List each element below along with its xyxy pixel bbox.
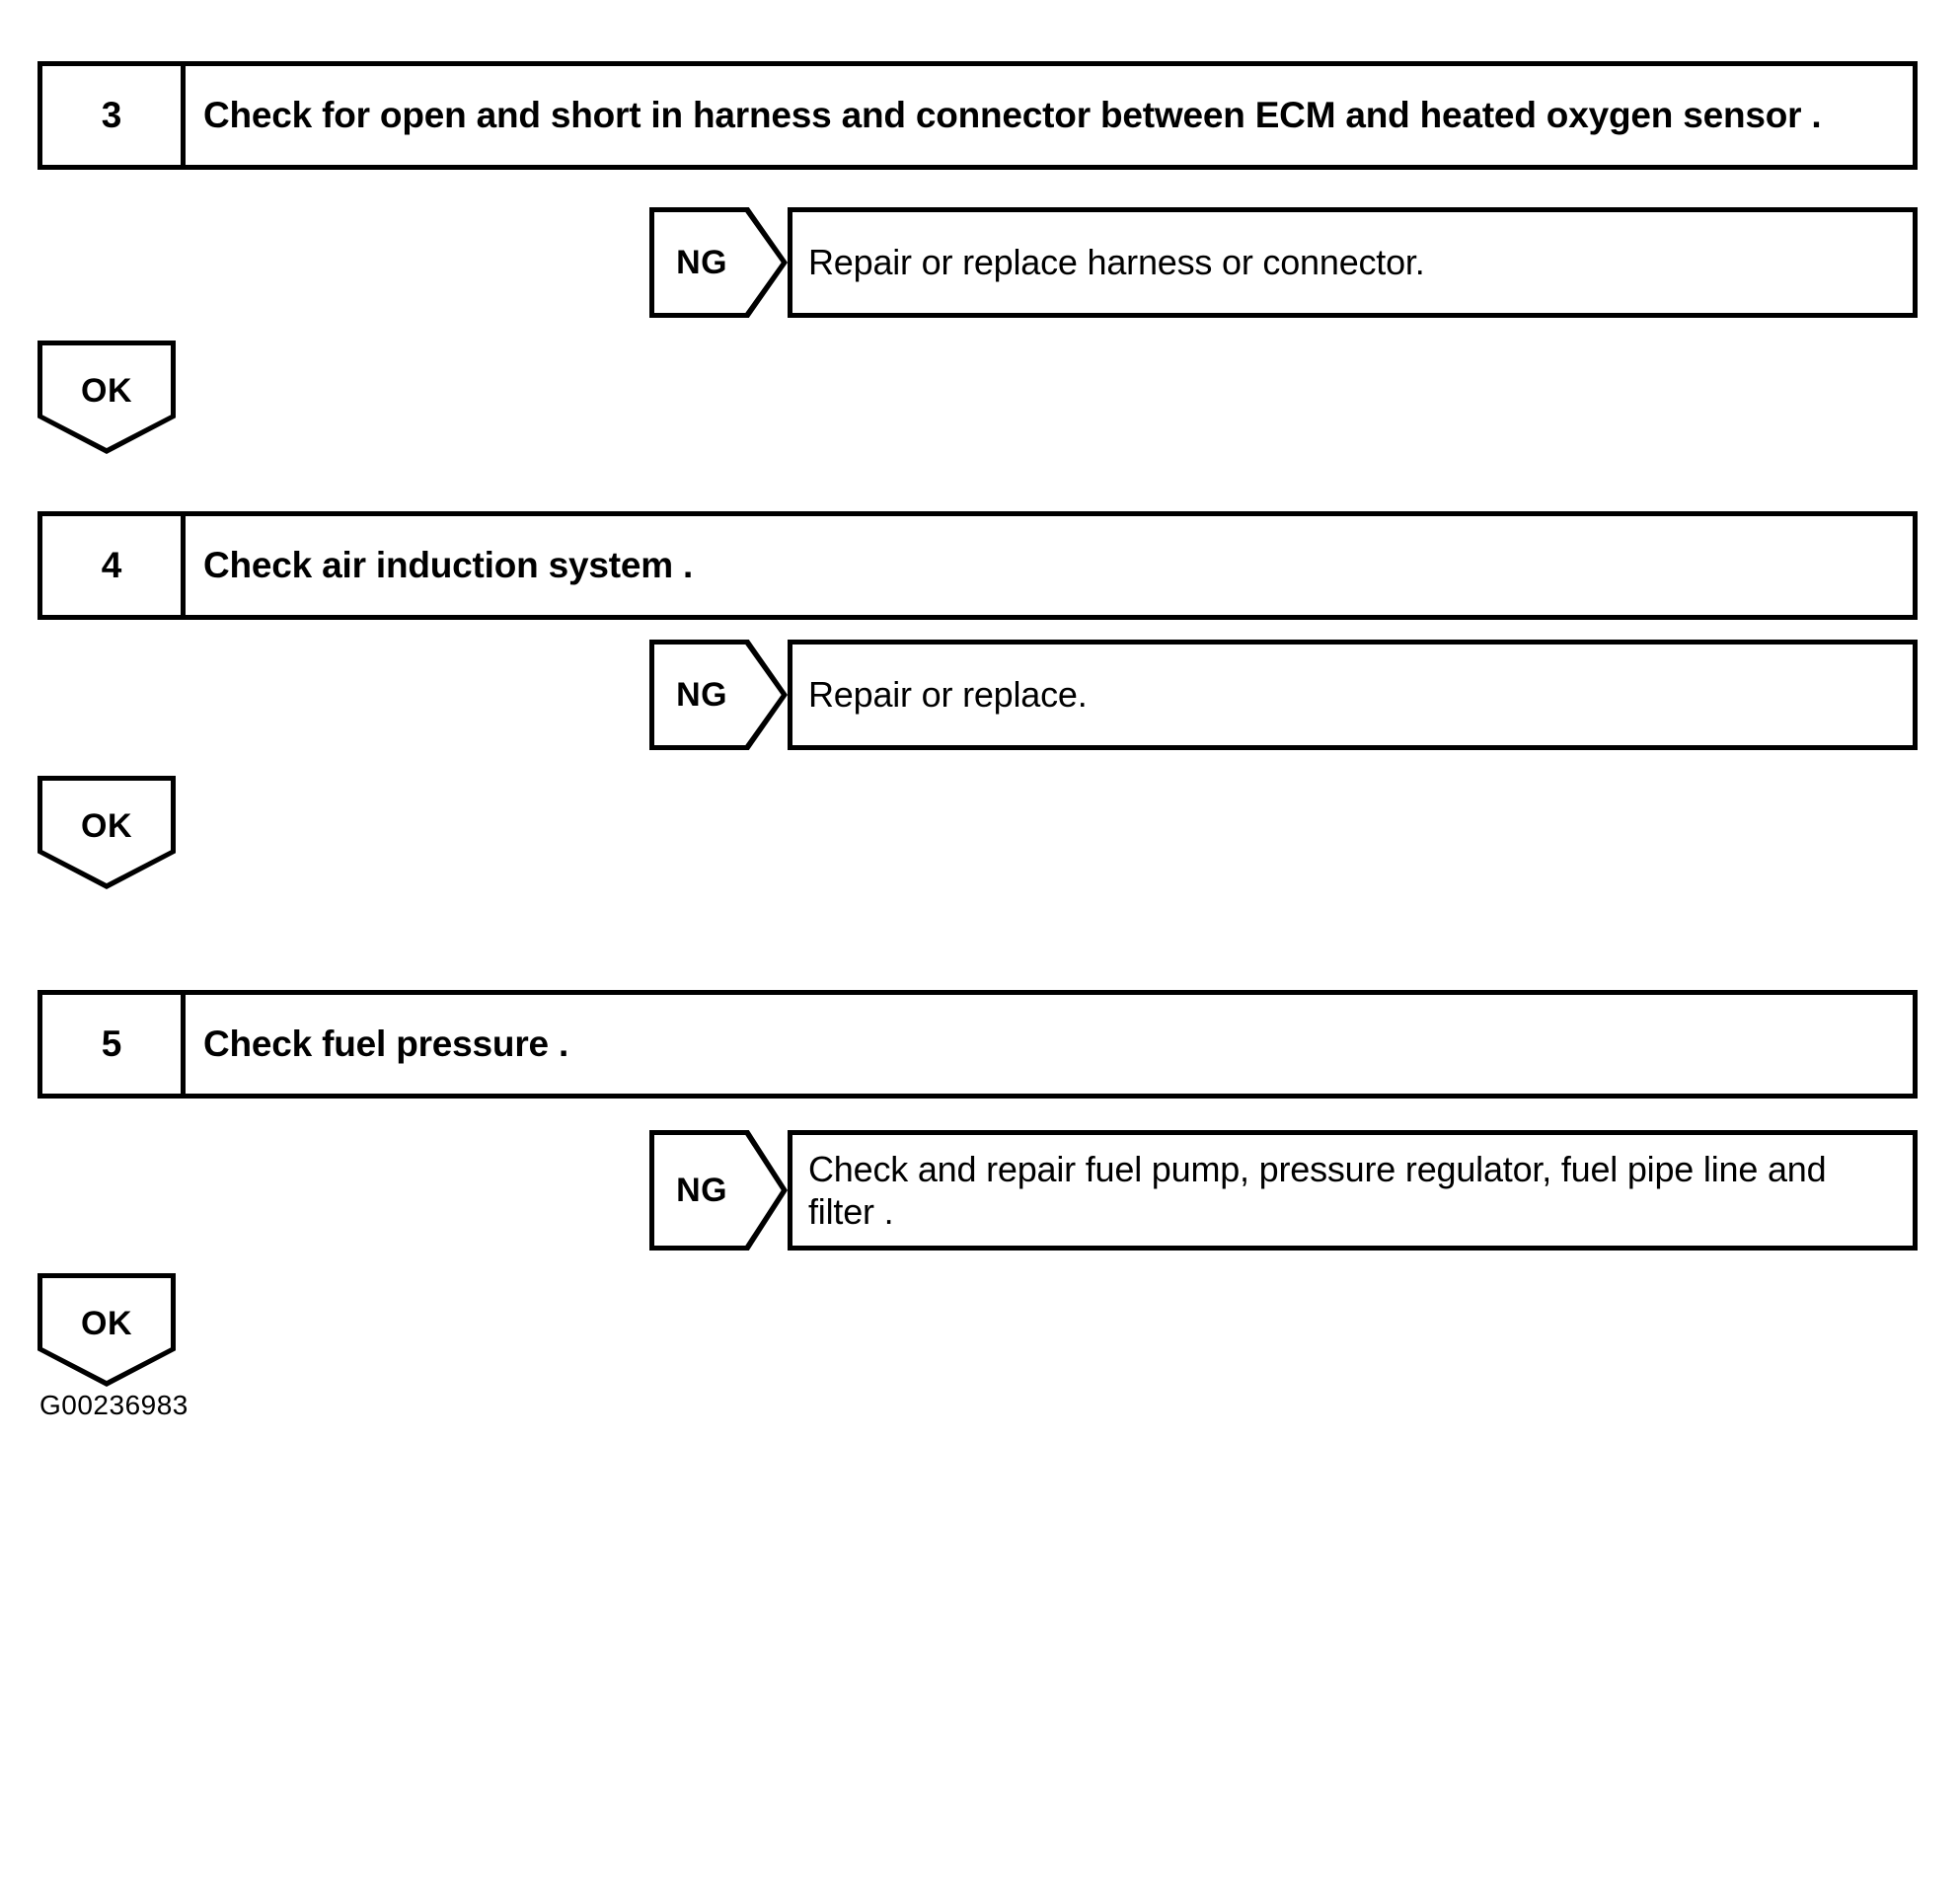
ok-arrow-tag-3: OK xyxy=(38,341,176,454)
ng-arrow-inner: NG xyxy=(654,1135,782,1246)
ng-label: NG xyxy=(676,243,728,281)
ng-label: NG xyxy=(676,675,728,714)
ng-branch-5: NG Check and repair fuel pump, pressure … xyxy=(649,1130,1918,1251)
step-box-5: 5 Check fuel pressure . xyxy=(38,990,1918,1099)
ng-arrow-tag: NG xyxy=(649,640,788,750)
ng-result-text: Check and repair fuel pump, pressure reg… xyxy=(788,1130,1918,1251)
step-instruction: Check for open and short in harness and … xyxy=(203,95,1822,136)
ng-branch-4: NG Repair or replace. xyxy=(649,640,1918,750)
step-number: 5 xyxy=(42,995,186,1094)
ok-label: OK xyxy=(81,1305,132,1343)
step-number: 4 xyxy=(42,516,186,615)
ok-label: OK xyxy=(81,807,132,846)
ng-branch-3: NG Repair or replace harness or connecto… xyxy=(649,207,1918,318)
ng-label: NG xyxy=(676,1171,728,1209)
step-box-3: 3 Check for open and short in harness an… xyxy=(38,61,1918,170)
ng-arrow-tag: NG xyxy=(649,207,788,318)
ok-arrow-tag-4: OK xyxy=(38,776,176,889)
ok-arrow-tag-5: OK xyxy=(38,1273,176,1387)
step-number: 3 xyxy=(42,66,186,165)
step-instruction: Check fuel pressure . xyxy=(203,1024,569,1065)
ok-label: OK xyxy=(81,372,132,411)
figure-code: G00236983 xyxy=(39,1390,188,1420)
ng-result-text: Repair or replace. xyxy=(788,640,1918,750)
step-box-4: 4 Check air induction system . xyxy=(38,511,1918,620)
ng-arrow-inner: NG xyxy=(654,212,782,313)
ng-result-text: Repair or replace harness or connector. xyxy=(788,207,1918,318)
ng-arrow-tag: NG xyxy=(649,1130,788,1251)
ng-arrow-inner: NG xyxy=(654,645,782,745)
step-instruction: Check air induction system . xyxy=(203,545,694,586)
